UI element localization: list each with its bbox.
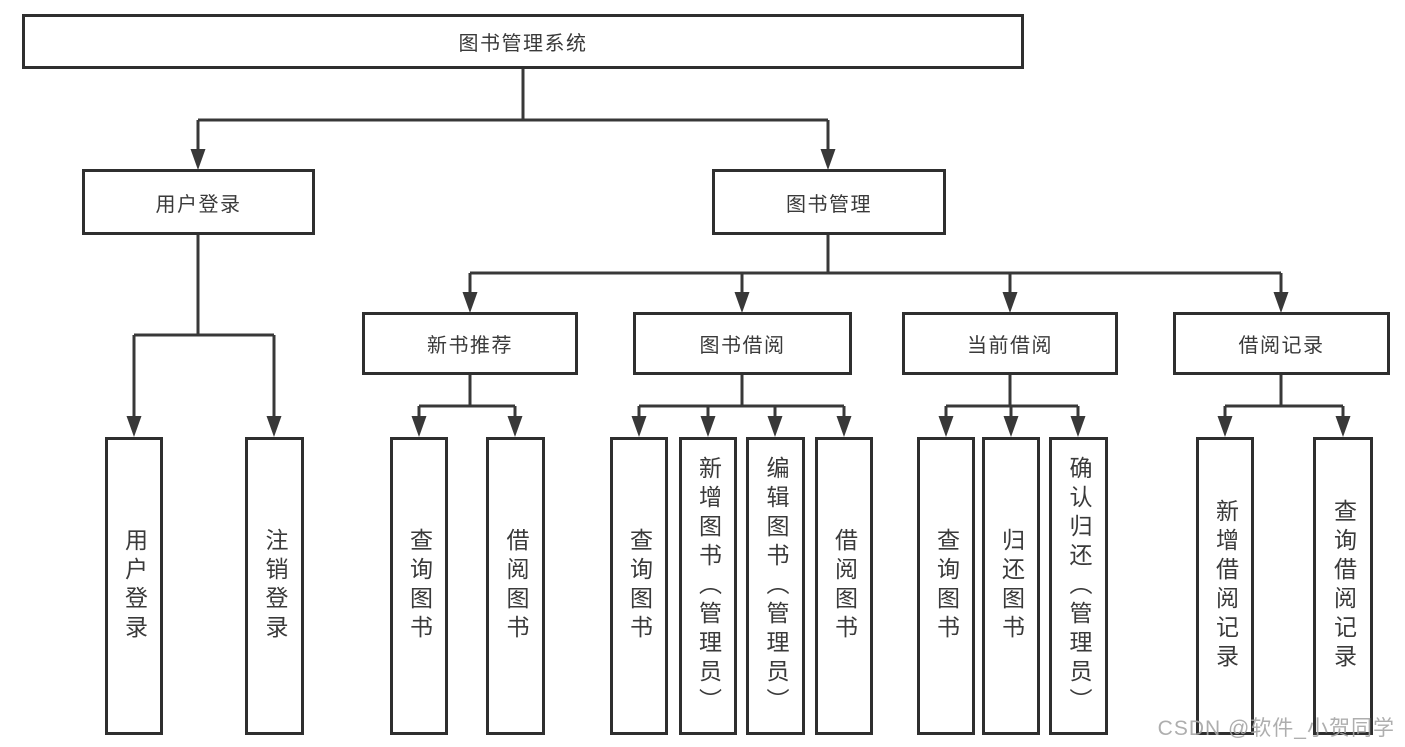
leaf-newbook-borrow-books: 借阅图书 [486,437,545,735]
leaf-label: 借阅图书 [503,528,529,644]
csdn-watermark: CSDN @软件_小贺同学 [1157,717,1395,740]
node-borrow-records: 借阅记录 [1173,312,1390,375]
leaf-label: 查询图书 [626,528,653,644]
node-book-management: 图书管理 [712,169,946,235]
leaf-label: 确认归还（管理员） [1066,455,1092,717]
leaf-current-query-books: 查询图书 [917,437,975,735]
leaf-label: 查询图书 [933,528,960,644]
node-new-book-recommend: 新书推荐 [362,312,578,375]
leaf-records-query-record: 查询借阅记录 [1313,437,1373,735]
leaf-label: 借阅图书 [831,528,858,644]
leaf-user-login: 用户登录 [105,437,163,735]
leaf-records-add-record: 新增借阅记录 [1196,437,1254,735]
leaf-newbook-query-books: 查询图书 [390,437,448,735]
leaf-borrow-query-books: 查询图书 [610,437,668,735]
leaf-logout: 注销登录 [245,437,304,735]
leaf-current-return-books: 归还图书 [982,437,1040,735]
node-book-borrow: 图书借阅 [633,312,852,375]
leaf-label: 编辑图书（管理员） [763,455,789,717]
leaf-label: 查询借阅记录 [1330,499,1357,673]
leaf-borrow-borrow-books: 借阅图书 [815,437,873,735]
leaf-borrow-edit-books-admin: 编辑图书（管理员） [746,437,805,735]
leaf-label: 用户登录 [121,528,148,644]
leaf-label: 注销登录 [262,528,288,644]
leaf-label: 新增借阅记录 [1212,499,1239,673]
leaf-current-confirm-return-admin: 确认归还（管理员） [1049,437,1108,735]
leaf-label: 查询图书 [406,528,433,644]
node-user-login: 用户登录 [82,169,315,235]
leaf-borrow-add-books-admin: 新增图书（管理员） [679,437,737,735]
node-current-borrow: 当前借阅 [902,312,1118,375]
node-root: 图书管理系统 [22,14,1024,69]
leaf-label: 新增图书（管理员） [695,455,722,717]
leaf-label: 归还图书 [998,528,1025,644]
